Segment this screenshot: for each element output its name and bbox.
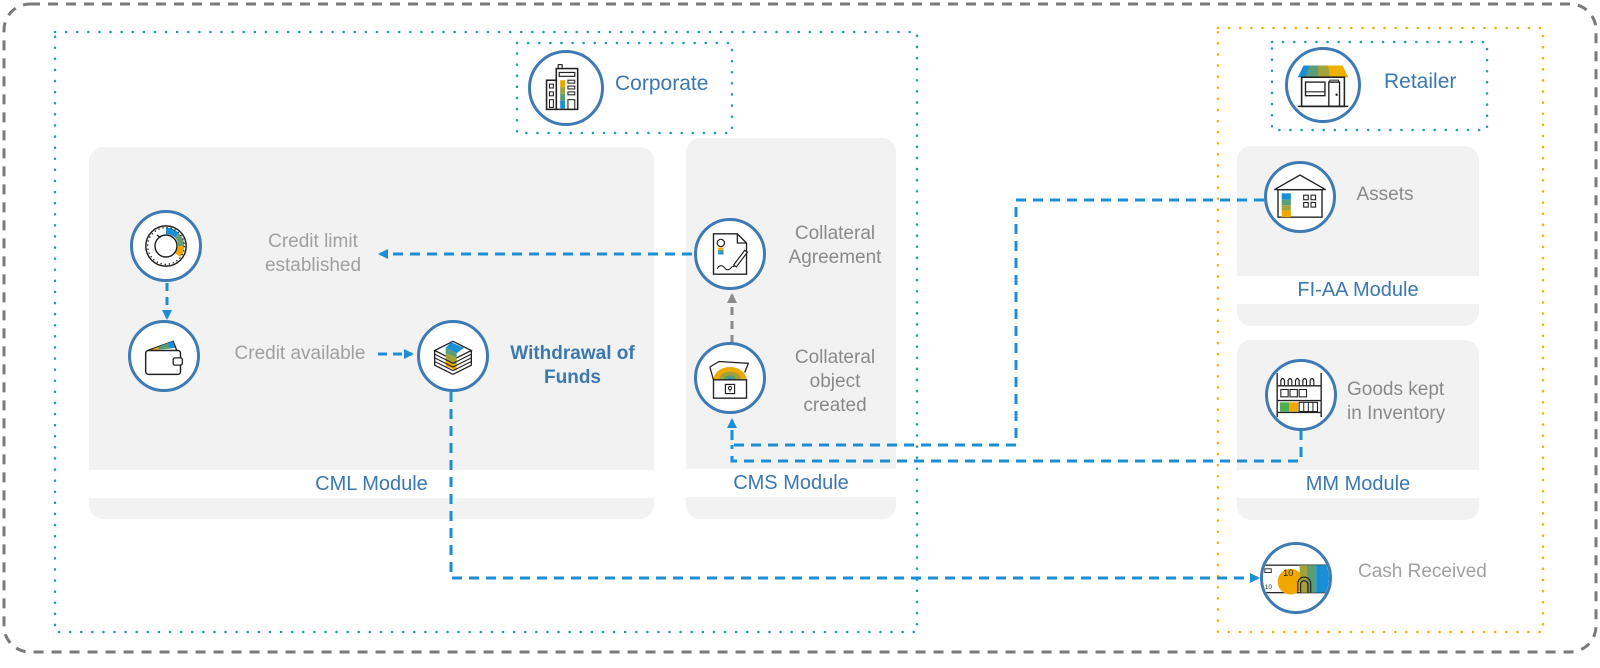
cms-module-label: CMS Module [686,469,896,497]
signed-document-icon [712,233,749,275]
goods-icon-circle[interactable] [1265,359,1337,431]
corporate-icon-circle [528,50,604,126]
goods-label: Goods kept in Inventory [1347,379,1446,424]
mm-module-panel: MM Module [1237,340,1479,520]
cms-module-panel: CMS Module [686,138,896,519]
fiaa-module-label: FI-AA Module [1237,276,1479,304]
retailer-group-border [1216,26,1545,634]
note-value-bottom: 10 [1265,584,1273,591]
collateral-agreement-label: Collateral Agreement [788,223,882,268]
collateral-agreement-icon-circle[interactable] [694,218,766,290]
collateral-object-icon-circle[interactable] [694,342,766,414]
credit-limit-label: Credit limit established [264,231,362,276]
cml-module-label: CML Module [89,470,654,498]
fiaa-module-panel: FI-AA Module [1237,146,1479,326]
note-value-top: 10 [1283,568,1293,578]
cash-stack-icon [433,340,473,376]
credit-limit-icon-circle[interactable] [130,210,202,282]
assets-icon-circle[interactable] [1264,161,1336,233]
withdrawal-icon-circle[interactable] [417,320,489,392]
banknote-icon: 10 10 [1263,564,1329,595]
mm-module-label: MM Module [1237,470,1479,498]
corporate-title: Corporate [615,72,709,95]
retailer-title: Retailer [1384,70,1457,93]
treasure-box-icon [709,360,750,399]
office-building-icon [545,64,579,111]
retailer-icon-circle [1285,47,1361,123]
house-icon [1273,174,1327,218]
cash-received-icon-circle[interactable]: 10 10 [1260,542,1332,614]
collateral-object-label: Collateral object created [794,347,876,416]
credit-available-icon-circle[interactable] [128,320,200,392]
shelf-inventory-icon [1276,373,1322,417]
credit-available-label: Credit available [234,343,366,364]
gauge-dial-icon [145,225,187,267]
assets-label: Assets [1356,184,1414,205]
wallet-icon [144,340,183,376]
storefront-icon [1297,65,1349,108]
cash-received-label: Cash Received [1358,561,1487,582]
withdrawal-label: Withdrawal of Funds [510,343,635,388]
